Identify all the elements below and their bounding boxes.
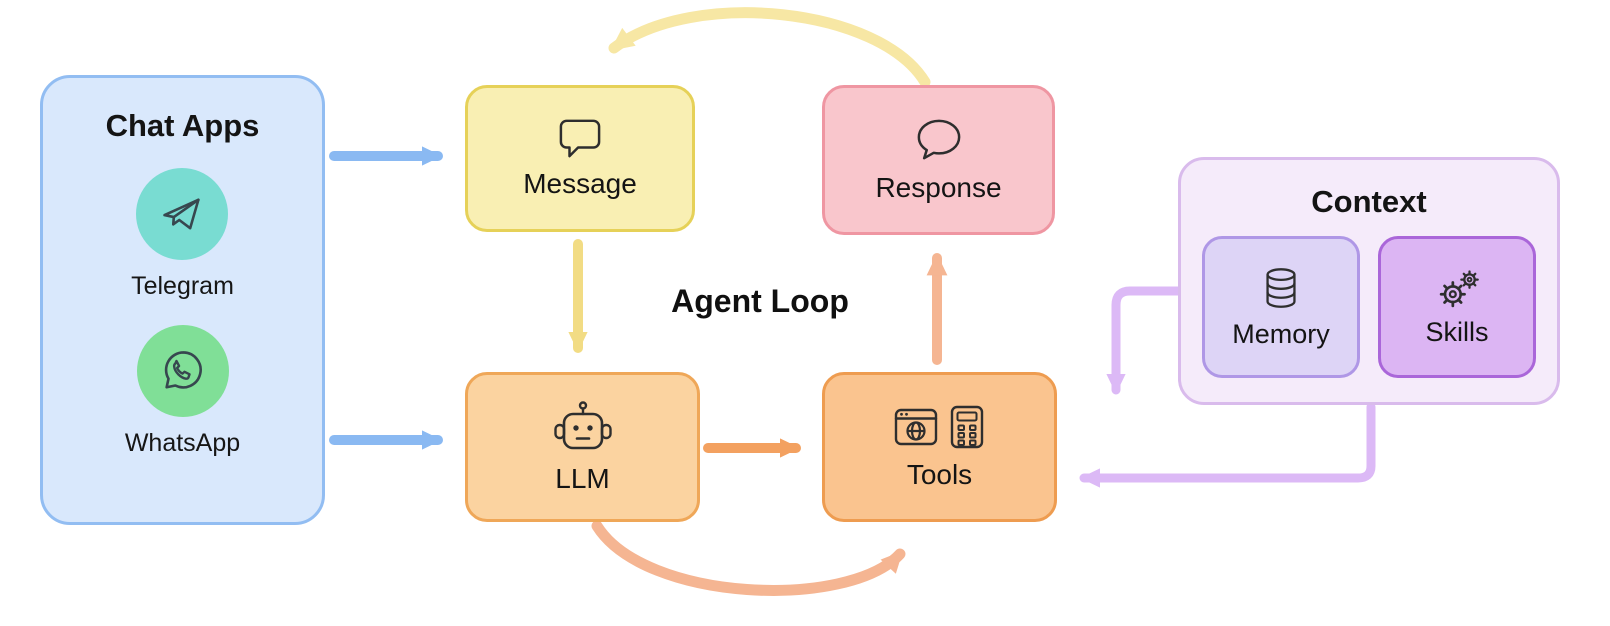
- llm-node: LLM: [465, 372, 700, 522]
- telegram-icon: [136, 168, 229, 260]
- context-title: Context: [1311, 184, 1427, 219]
- telegram-label: Telegram: [131, 272, 234, 300]
- calculator-icon: [948, 404, 986, 450]
- whatsapp-label: WhatsApp: [124, 429, 241, 457]
- whatsapp-icon: [136, 325, 229, 417]
- response-label: Response: [875, 171, 1002, 203]
- skills-label: Skills: [1425, 316, 1489, 347]
- message-bubble-icon: [557, 117, 603, 159]
- chat-apps-panel: Chat Apps Telegram WhatsApp: [40, 75, 325, 525]
- context-items: Memory: [1202, 236, 1536, 378]
- response-bubble-icon: [914, 117, 964, 163]
- llm-label: LLM: [555, 462, 610, 494]
- chat-app-telegram: Telegram: [131, 168, 234, 301]
- browser-and-calculator-icons: [893, 404, 986, 450]
- arrow-context-to-tools-left: [1079, 402, 1376, 488]
- browser-globe-icon: [893, 405, 939, 449]
- memory-label: Memory: [1232, 318, 1330, 349]
- arrow-context-to-tools-down: [1106, 286, 1185, 395]
- chat-apps-title: Chat Apps: [105, 108, 260, 143]
- agent-loop-label: Agent Loop: [671, 283, 849, 319]
- tools-node: Tools: [822, 372, 1057, 522]
- database-icon: [1257, 265, 1305, 313]
- response-node: Response: [822, 85, 1055, 235]
- skills-node: Skills: [1378, 236, 1536, 378]
- arrow-llm-to-tools-curve: [591, 520, 906, 596]
- context-panel: Context Memory: [1178, 157, 1560, 405]
- message-node: Message: [465, 85, 695, 232]
- chat-app-whatsapp: WhatsApp: [125, 325, 240, 458]
- tools-label: Tools: [906, 458, 973, 490]
- gears-icon: [1433, 267, 1481, 311]
- message-label: Message: [523, 168, 637, 199]
- robot-icon: [551, 400, 615, 454]
- memory-node: Memory: [1202, 236, 1360, 378]
- arrow-response-to-message-curve: [608, 7, 931, 88]
